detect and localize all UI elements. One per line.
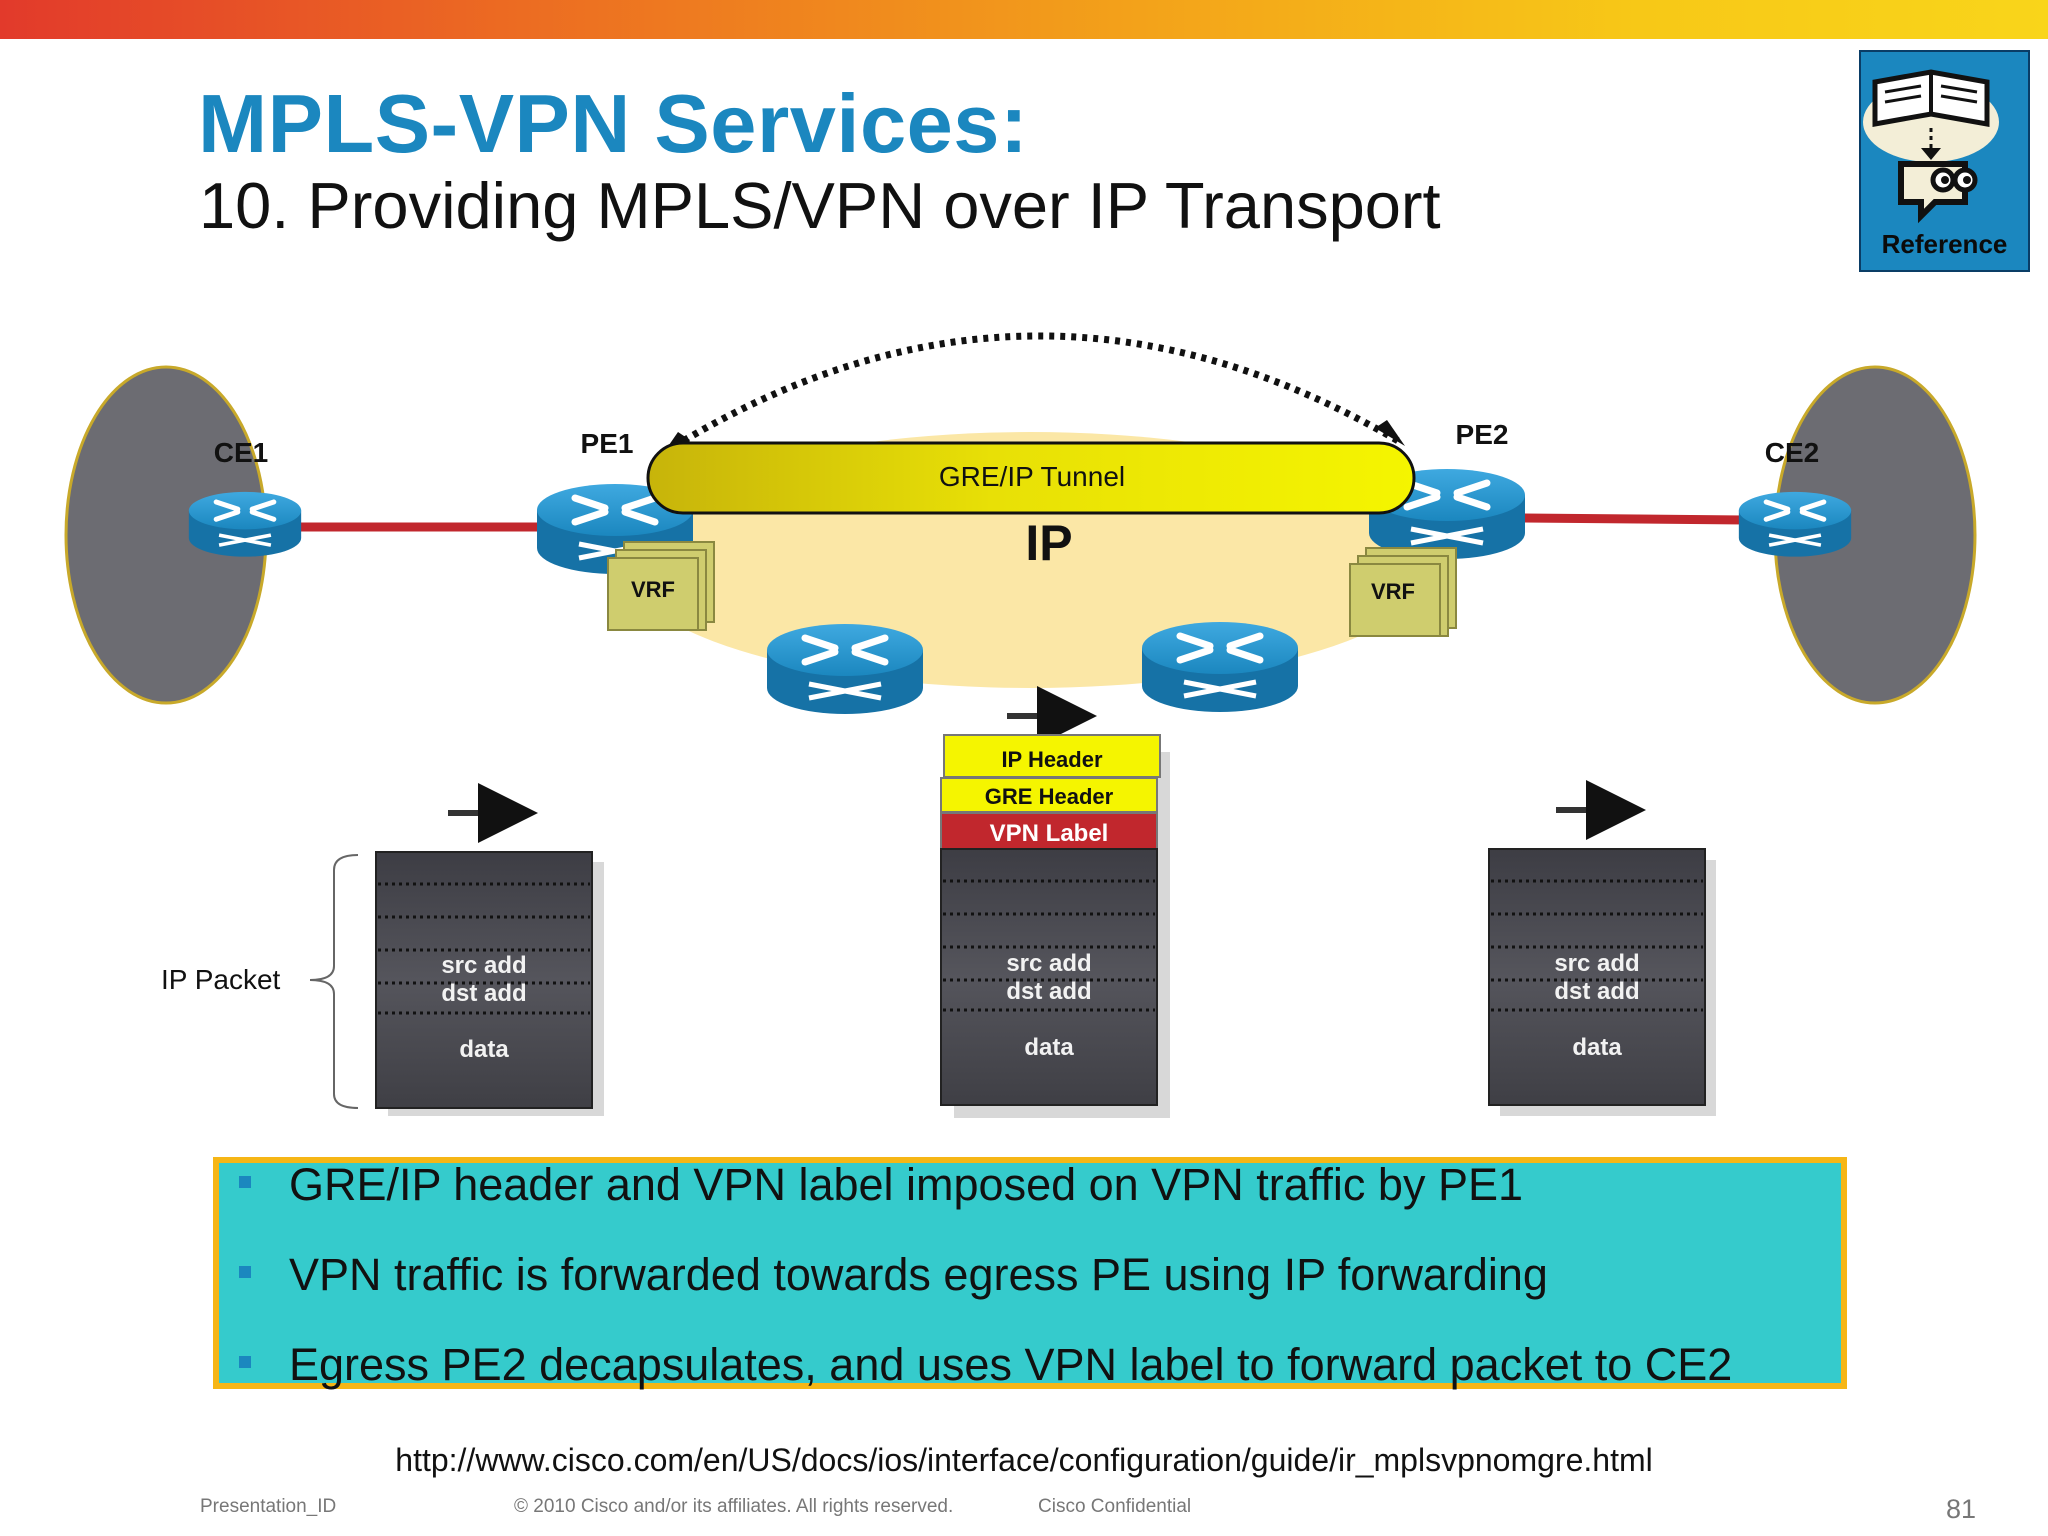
ip-header-label: IP Header [1001,747,1103,772]
p-router-2-icon [1142,622,1298,712]
reference-label: Reference [1881,229,2008,259]
footer-copyright: © 2010 Cisco and/or its affiliates. All … [514,1496,954,1517]
ip-cloud-label: IP [1025,515,1072,571]
pe2-label: PE2 [1456,419,1509,450]
ce1-label: CE1 [214,437,268,468]
bullet-text: Egress PE2 decapsulates, and uses VPN la… [289,1339,1733,1390]
bullet-square-icon [239,1266,251,1279]
bullet-square-icon [239,1356,251,1369]
packet-2-data: data [1024,1034,1074,1061]
link-pe2-ce2 [1519,513,1746,525]
reference-url: http://www.cisco.com/en/US/docs/ios/inte… [395,1442,1653,1478]
p-router-1-icon [767,624,923,714]
packet-3 [1488,848,1706,1106]
bullet-text: GRE/IP header and VPN label imposed on V… [289,1159,1524,1210]
packet-1 [375,851,593,1109]
packet-1-dst: dst add [441,980,526,1007]
packet-2-dst: dst add [1006,978,1091,1005]
ip-packet-brace [309,854,359,1109]
bullet-text: VPN traffic is forwarded towards egress … [289,1249,1548,1300]
vrf-label-pe1: VRF [631,577,675,602]
packet-3-dst: dst add [1554,978,1639,1005]
page-number: 81 [1946,1494,1977,1524]
gre-header-label: GRE Header [985,784,1114,809]
vpn-label-text: VPN Label [990,820,1109,847]
reference-book-icon [1863,69,1999,224]
arc-arrowhead-right [1375,420,1405,446]
packet-3-src: src add [1554,950,1639,977]
bullets-box: GRE/IP header and VPN label imposed on V… [213,1157,1847,1391]
packet-1-data: data [459,1036,509,1063]
bullet-item: Egress PE2 decapsulates, and uses VPN la… [239,1339,1732,1391]
footer-presentation-id: Presentation_ID [200,1496,337,1517]
ce2-label: CE2 [1765,437,1819,468]
packet-2-gre-header [940,777,1158,813]
vrf-stack-pe2 [1349,547,1457,637]
bullet-square-icon [239,1176,251,1189]
bullet-item: VPN traffic is forwarded towards egress … [239,1249,1548,1301]
packet-2 [940,848,1158,1106]
slide-title: MPLS-VPN Services: [198,77,1029,170]
ce1-router-icon [189,492,301,557]
ce2-router-icon [1739,492,1851,557]
reference-badge: Reference [1859,50,2030,272]
packet-2-vpn-label [940,812,1158,850]
packet-3-data: data [1572,1034,1622,1061]
top-gradient-bar [0,0,2048,39]
ip-packet-label: IP Packet [161,964,281,995]
gre-ip-tunnel [646,441,1416,515]
footer-confidential: Cisco Confidential [1038,1496,1192,1517]
pe1-label: PE1 [581,428,634,459]
bullet-item: GRE/IP header and VPN label imposed on V… [239,1159,1523,1211]
packet-2-src: src add [1006,950,1091,977]
slide-subtitle: 10. Providing MPLS/VPN over IP Transport [199,169,1441,242]
vrf-stack-pe1 [607,541,715,631]
tunnel-label: GRE/IP Tunnel [939,461,1125,492]
packet-2-ip-header [943,734,1161,778]
vrf-label-pe2: VRF [1371,579,1415,604]
packet-1-src: src add [441,952,526,979]
pe-to-pe-arc [663,332,1402,455]
